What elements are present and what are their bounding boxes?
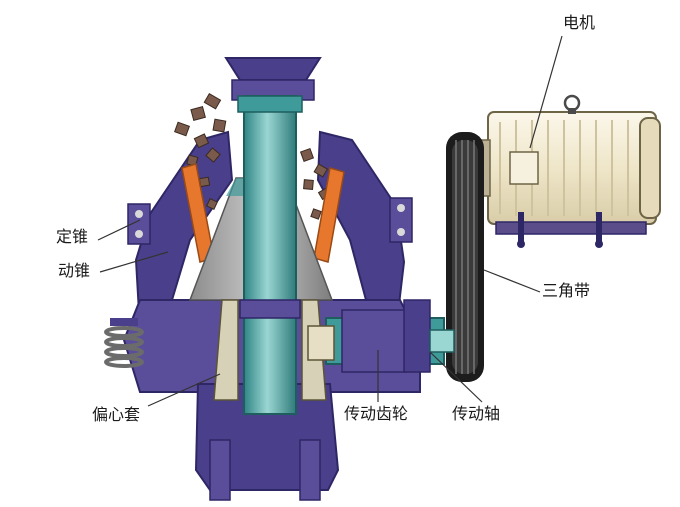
- motor: [475, 94, 661, 248]
- leader-lines: [97, 35, 563, 407]
- drive-shaft-assembly: [307, 299, 455, 373]
- v-belt-drive: [446, 132, 484, 382]
- main-shaft: [237, 95, 303, 415]
- ore-particles: [174, 92, 332, 220]
- label-fixed-cone: 定锥: [56, 227, 89, 246]
- label-motor: 电机: [563, 13, 596, 32]
- fixed-cone-liner: [181, 163, 345, 263]
- feed-hopper: [224, 57, 322, 101]
- label-moving-cone: 动锥: [58, 261, 91, 280]
- label-v-belt: 三角带: [542, 281, 591, 300]
- label-drive-shaft: 传动轴: [452, 404, 501, 423]
- label-eccentric-sleeve: 偏心套: [92, 405, 141, 424]
- label-drive-gear: 传动齿轮: [344, 404, 409, 423]
